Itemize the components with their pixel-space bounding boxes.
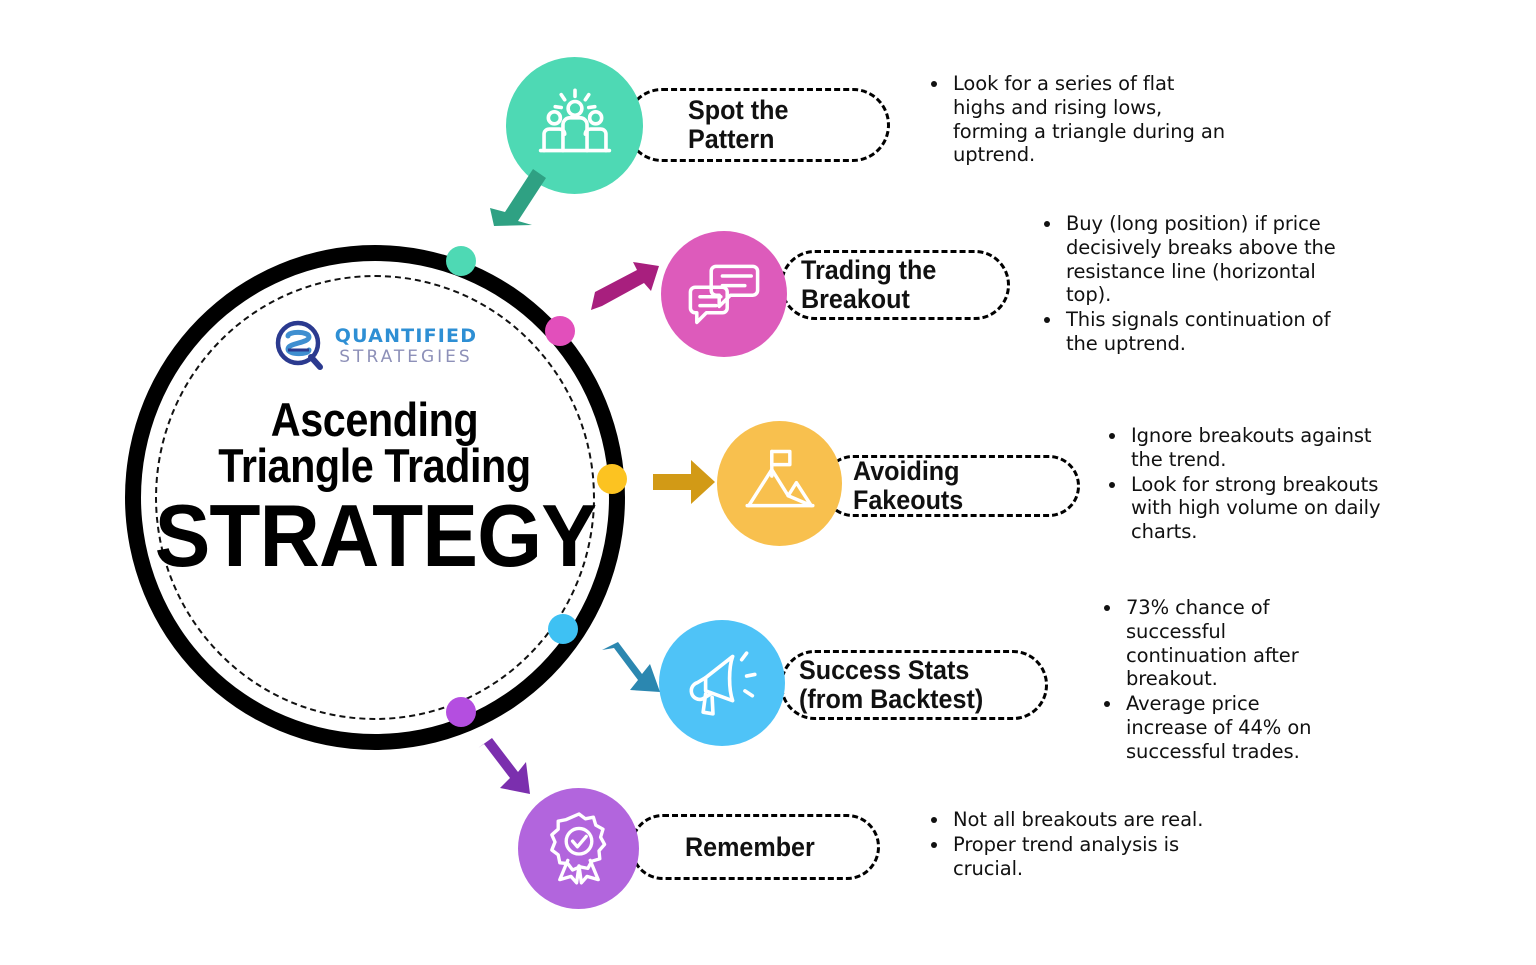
brand-logo-top: QUANTIFIED xyxy=(334,324,478,347)
arrow-to-avoiding-fakeouts xyxy=(651,458,717,506)
brand-logo-bottom: STRATEGIES xyxy=(339,346,473,367)
arrow-to-spot-the-pattern xyxy=(488,160,548,230)
step-bullets-avoiding-fakeouts: Ignore breakouts against the trend. Look… xyxy=(1108,424,1408,545)
step-label-text: Success Stats (from Backtest) xyxy=(799,655,984,714)
step-label-spot-the-pattern[interactable]: Spot the Pattern xyxy=(625,88,890,162)
bullet-item: Buy (long position) if price decisively … xyxy=(1063,212,1363,307)
ring-dot-remember xyxy=(446,697,476,727)
step-label-text: Trading the Breakout xyxy=(801,255,937,314)
magnifier-q-s-logo-icon xyxy=(273,319,327,373)
page-title-line2: Triangle Trading xyxy=(218,439,532,493)
arrow-to-success-stats xyxy=(598,640,664,698)
bullet-item: Ignore breakouts against the trend. xyxy=(1128,424,1408,472)
mountain-flag-icon xyxy=(739,440,821,527)
megaphone-icon xyxy=(681,640,763,727)
page-title-emphasis: STRATEGY xyxy=(154,486,596,586)
ring-dot-avoiding-fakeouts xyxy=(597,464,627,494)
bullet-item: Proper trend analysis is crucial. xyxy=(950,833,1230,881)
step-icon-remember[interactable] xyxy=(518,788,639,909)
speech-bubbles-icon xyxy=(684,252,764,337)
hub-dashed-ring xyxy=(155,275,595,720)
ring-dot-spot-the-pattern xyxy=(446,246,476,276)
ring-dot-success-stats xyxy=(548,614,578,644)
arrow-to-remember xyxy=(474,736,538,800)
step-icon-trading-the-breakout[interactable] xyxy=(661,231,787,357)
step-bullets-success-stats: 73% chance of successful continuation af… xyxy=(1103,596,1343,764)
bullet-item: 73% chance of successful continuation af… xyxy=(1123,596,1343,691)
step-label-remember[interactable]: Remember xyxy=(630,814,880,880)
step-icon-success-stats[interactable] xyxy=(659,620,785,746)
step-label-text: Avoiding Fakeouts xyxy=(853,456,964,515)
center-hub: QUANTIFIED STRATEGIES Ascending Triangle… xyxy=(125,245,625,750)
step-icon-spot-the-pattern[interactable] xyxy=(506,57,643,194)
step-label-trading-the-breakout[interactable]: Trading the Breakout xyxy=(780,250,1010,320)
brand-logo-wordmark: QUANTIFIED STRATEGIES xyxy=(334,324,478,367)
brand-logo: QUANTIFIED STRATEGIES xyxy=(273,319,477,373)
bullet-item: Average price increase of 44% on success… xyxy=(1123,692,1343,763)
arrow-to-trading-the-breakout xyxy=(589,262,661,324)
step-bullets-spot-the-pattern: Look for a series of flat highs and risi… xyxy=(930,72,1230,168)
bullet-item: Look for a series of flat highs and risi… xyxy=(950,72,1230,167)
bullet-item: This signals continuation of the uptrend… xyxy=(1063,308,1363,356)
page-title-line1: Ascending xyxy=(271,393,479,446)
page-title: Ascending Triangle Trading xyxy=(218,393,532,493)
step-label-text: Spot the Pattern xyxy=(688,95,789,154)
award-ribbon-check-icon xyxy=(539,806,619,891)
hub-content: QUANTIFIED STRATEGIES Ascending Triangle… xyxy=(154,291,597,704)
step-label-text: Remember xyxy=(685,831,815,862)
step-label-avoiding-fakeouts[interactable]: Avoiding Fakeouts xyxy=(822,455,1080,517)
step-icon-avoiding-fakeouts[interactable] xyxy=(717,421,842,546)
step-label-success-stats[interactable]: Success Stats (from Backtest) xyxy=(780,650,1048,720)
people-group-idea-icon xyxy=(532,80,618,171)
step-bullets-remember: Not all breakouts are real. Proper trend… xyxy=(930,808,1230,881)
bullet-item: Look for strong breakouts with high volu… xyxy=(1128,473,1408,544)
bullet-item: Not all breakouts are real. xyxy=(950,808,1230,832)
step-bullets-trading-the-breakout: Buy (long position) if price decisively … xyxy=(1043,212,1363,357)
ring-dot-trading-the-breakout xyxy=(545,316,575,346)
